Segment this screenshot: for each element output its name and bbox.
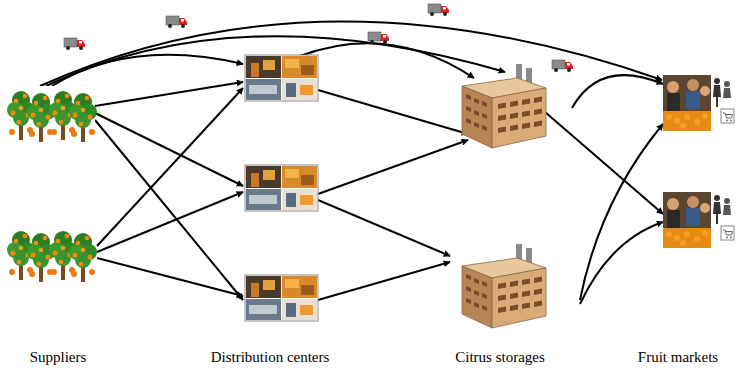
- column-label: Distribution centers: [211, 348, 330, 366]
- column-label: Suppliers: [30, 348, 87, 366]
- column-label: Citrus storages: [455, 348, 545, 366]
- column-label: Fruit markets: [638, 348, 718, 366]
